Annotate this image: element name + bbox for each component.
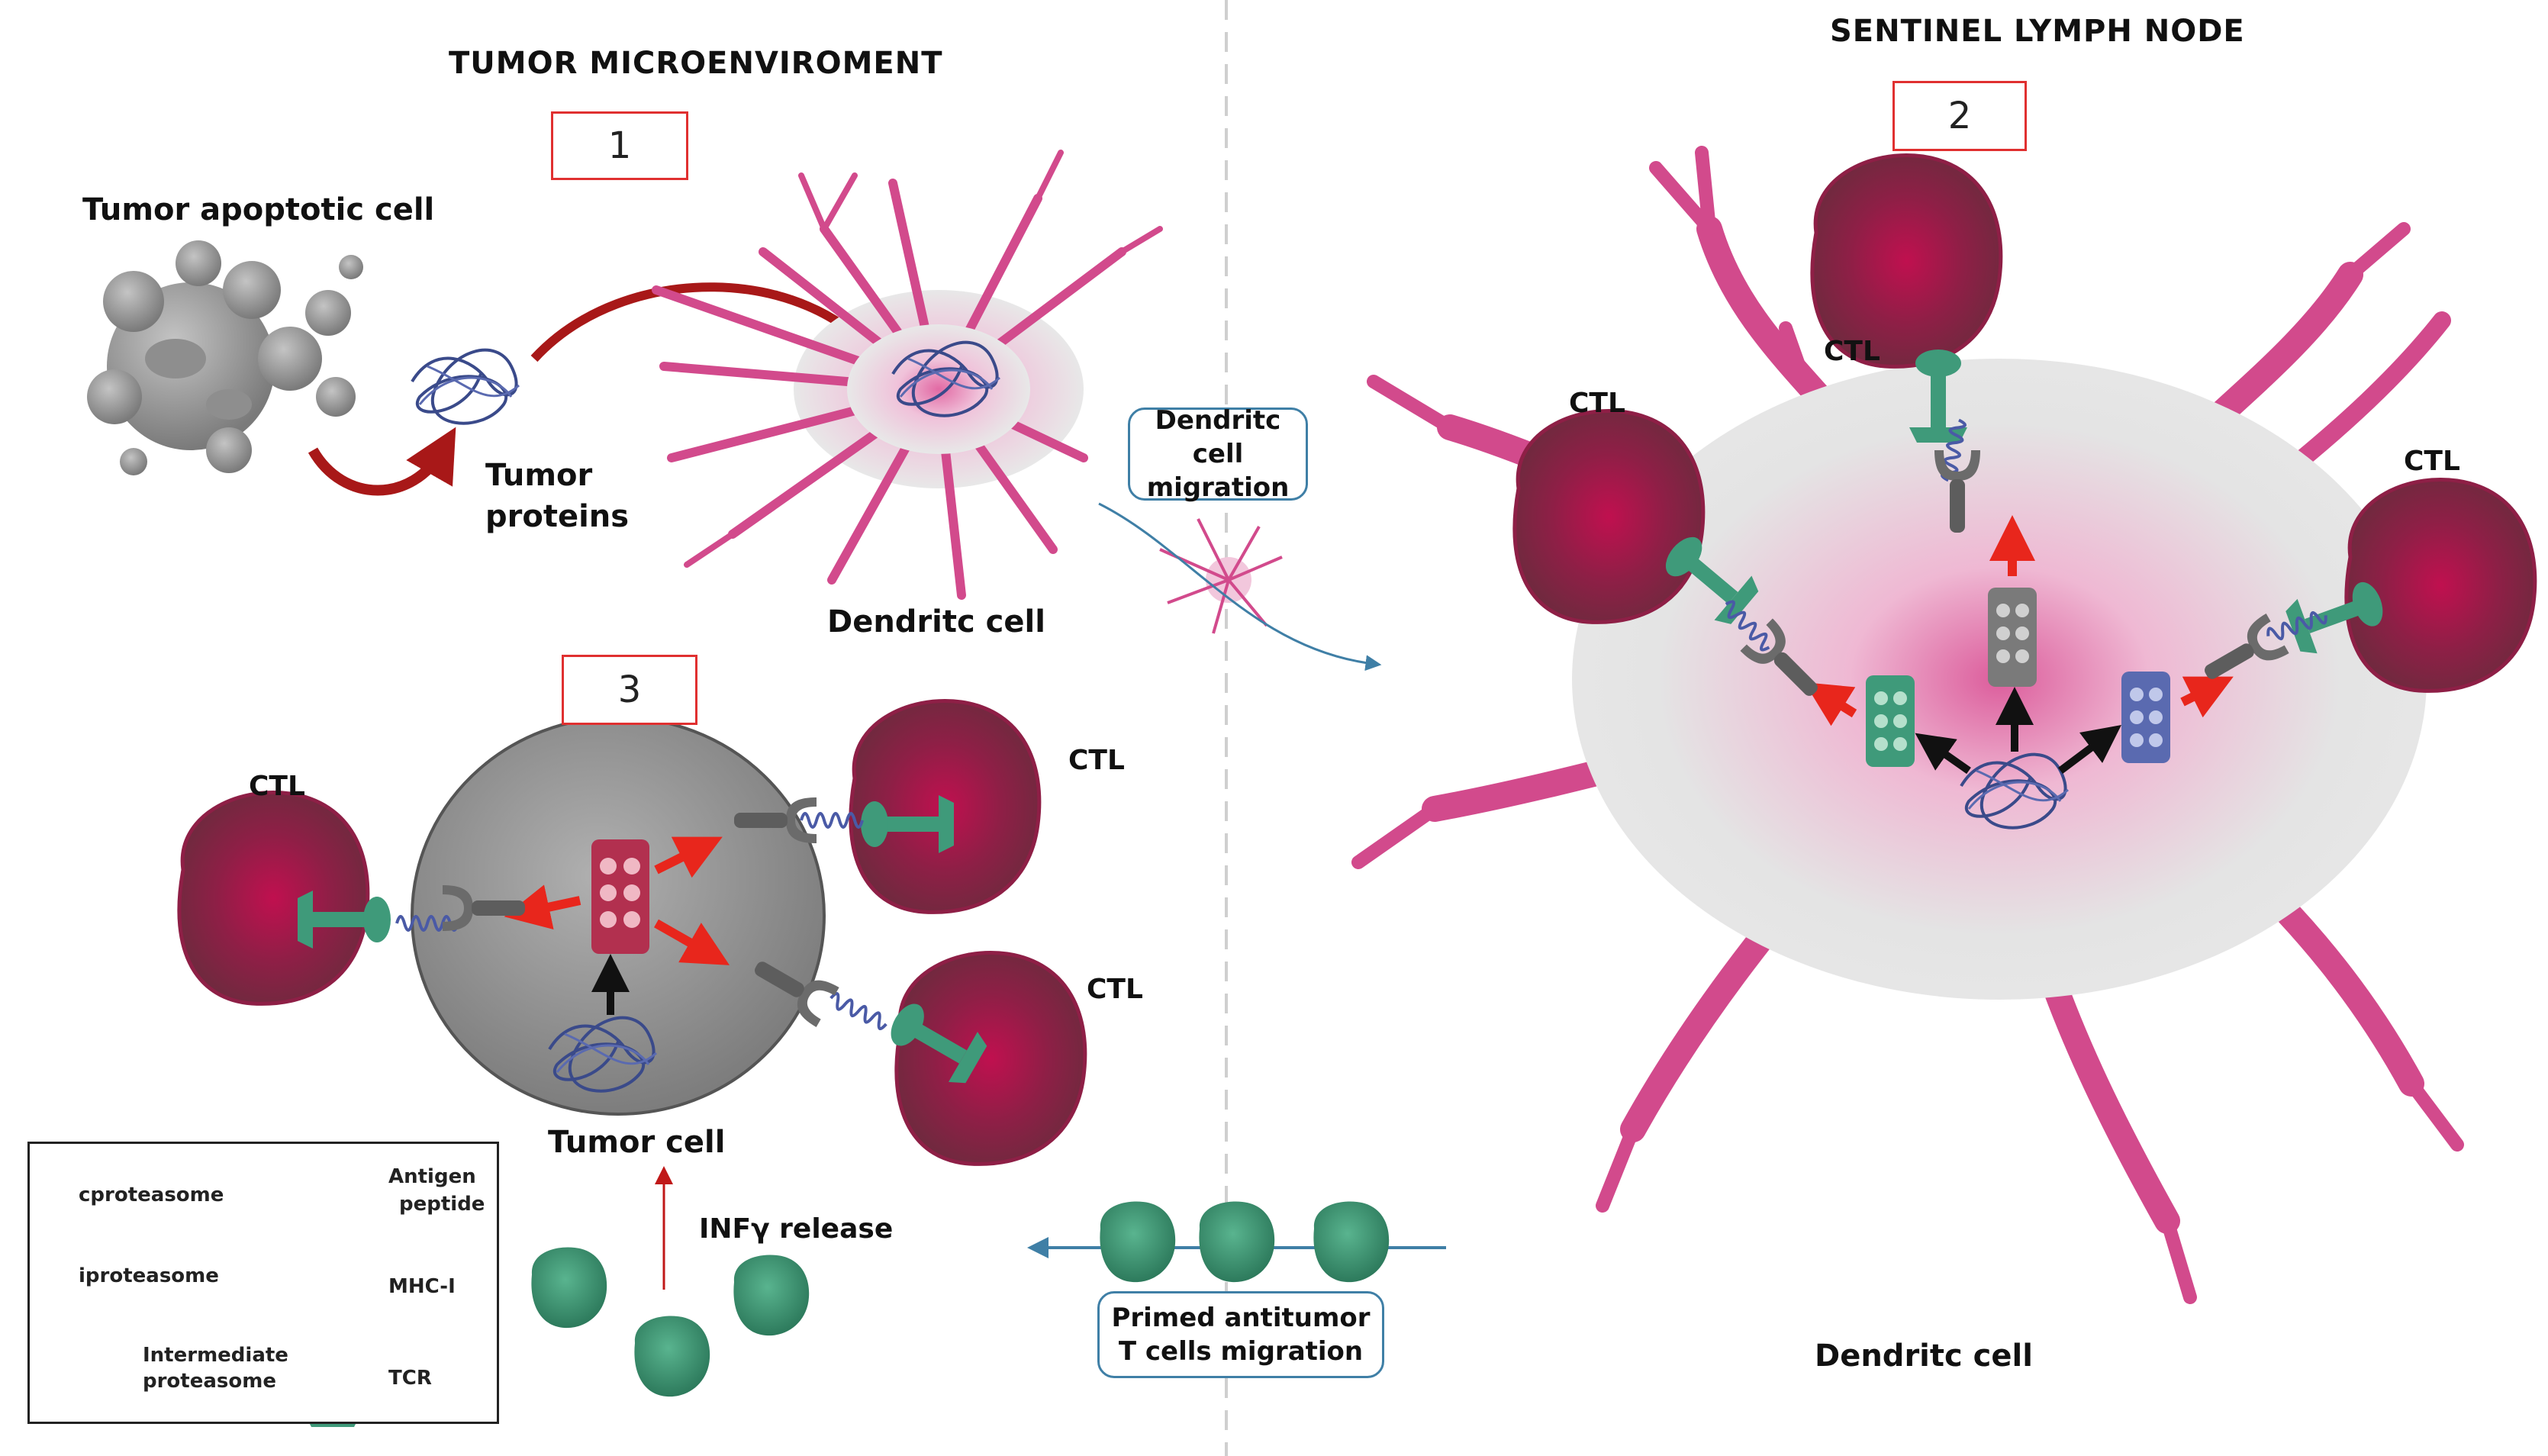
dc-migration-line1: Dendritc cell — [1155, 405, 1281, 469]
cproteasome-gray — [1988, 588, 2037, 687]
step-number-1: 1 — [551, 111, 688, 180]
iproteasome — [591, 839, 649, 954]
step-number-2: 2 — [1892, 81, 2027, 151]
t-cell-migration-line1: Primed antitumor — [1111, 1303, 1371, 1333]
label-tumor-proteins-1: Tumor — [485, 458, 593, 493]
label-ctl: CTL — [1569, 388, 1625, 419]
legend-mhc: MHC-I — [388, 1275, 456, 1298]
step-number-3: 3 — [562, 655, 697, 725]
legend: cproteasome iproteasome Intermediate pro… — [27, 1142, 499, 1424]
label-ctl: CTL — [1087, 974, 1143, 1005]
intermediate-proteasome-green — [1866, 675, 1915, 767]
label-tumor-cell: Tumor cell — [548, 1125, 726, 1160]
dc-migration-box: Dendritc cell migration — [1128, 405, 1308, 503]
legend-antigen-2: peptide — [399, 1193, 485, 1216]
legend-iproteasome: iproteasome — [79, 1264, 219, 1287]
legend-tcr: TCR — [388, 1367, 432, 1390]
header-tumor-microenvironment: TUMOR MICROENVIROMENT — [449, 46, 943, 81]
legend-intermediate-2: proteasome — [143, 1370, 276, 1393]
label-ctl: CTL — [1824, 336, 1880, 367]
label-dendritic-cell-left: Dendritc cell — [827, 604, 1045, 639]
legend-cproteasome: cproteasome — [79, 1184, 224, 1206]
apoptotic-cell — [87, 240, 363, 475]
label-inf-release: INFγ release — [699, 1213, 894, 1245]
migrating-dendritic-cell — [1159, 518, 1283, 634]
t-cell-migration-line2: T cells migration — [1118, 1336, 1364, 1367]
dc-migration-line2: migration — [1146, 472, 1290, 503]
label-ctl: CTL — [1068, 745, 1125, 776]
legend-intermediate-1: Intermediate — [143, 1344, 288, 1367]
header-sentinel-lymph-node: SENTINEL LYMPH NODE — [1830, 14, 2245, 49]
label-tumor-apoptotic-cell: Tumor apoptotic cell — [82, 192, 435, 227]
legend-antigen-1: Antigen — [388, 1165, 476, 1188]
label-dendritic-cell-right: Dendritc cell — [1815, 1338, 2033, 1374]
dendritic-cell-small — [652, 150, 1163, 600]
label-ctl: CTL — [2404, 446, 2460, 477]
intermediate-proteasome-blue — [2121, 672, 2170, 763]
t-cell-migration-box: Primed antitumor T cells migration — [1097, 1291, 1384, 1378]
label-ctl: CTL — [249, 771, 305, 802]
label-tumor-proteins-2: proteins — [485, 499, 630, 534]
